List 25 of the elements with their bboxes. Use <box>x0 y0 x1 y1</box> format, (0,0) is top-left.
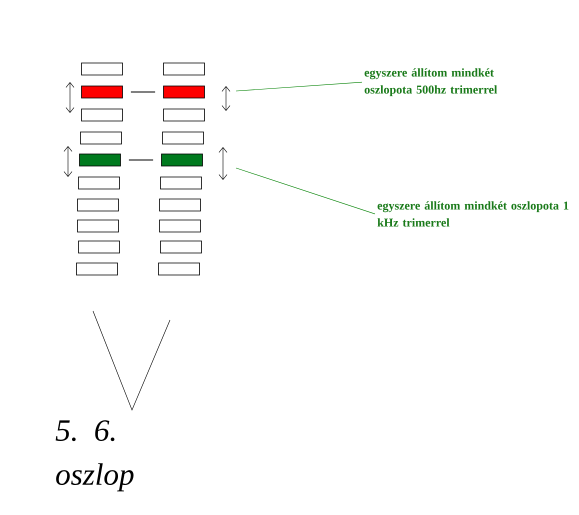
led-box <box>81 62 123 76</box>
led-box <box>159 198 201 212</box>
led-box <box>159 220 201 232</box>
led-box <box>81 86 123 98</box>
led-box <box>80 132 122 144</box>
led-box <box>78 176 120 190</box>
led-box <box>158 262 200 276</box>
led-box <box>162 132 204 144</box>
led-box <box>163 62 205 76</box>
led-box <box>160 240 202 254</box>
led-box <box>78 240 120 254</box>
led-box <box>76 262 118 276</box>
led-box <box>163 108 205 122</box>
led-box <box>161 154 203 166</box>
column-label: 5. 6. oszlop <box>56 420 134 492</box>
led-box <box>77 198 119 212</box>
leader-line <box>236 82 362 92</box>
led-box <box>160 176 202 190</box>
note-text: egyszere állítom mindkét oszlopota 1 kHz trimerrel <box>378 201 568 227</box>
led-box <box>163 86 205 98</box>
led-box <box>79 154 121 166</box>
leader-line <box>236 168 376 214</box>
note-text: egyszere állítom mindkét oszlopota 500hz trimerrel <box>364 68 498 96</box>
led-box <box>77 220 119 232</box>
led-box <box>81 108 123 122</box>
